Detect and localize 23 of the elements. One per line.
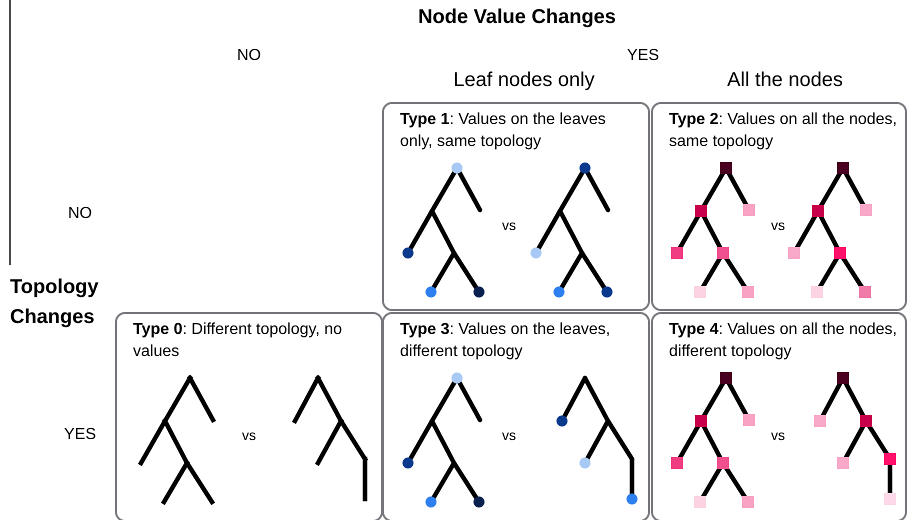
panel-heading: Type 2: Values on all the nodes, same topology <box>669 110 897 152</box>
column-heading: Leaf nodes only <box>453 69 595 92</box>
axis-value: YES <box>627 47 659 66</box>
axis-heading: Topology Changes <box>10 275 100 330</box>
type-panel <box>382 102 650 311</box>
vs-text: vs <box>502 427 516 443</box>
panel-heading: Type 0: Different topology, no values <box>133 320 344 362</box>
column-heading: All the nodes <box>727 69 843 92</box>
panel-heading: Type 3: Values on the leaves, different topology <box>400 320 612 362</box>
vs-text: vs <box>771 427 785 443</box>
type-panel <box>651 312 907 520</box>
type-panel <box>382 312 650 520</box>
vs-text: vs <box>242 427 256 443</box>
type-panel <box>115 312 383 520</box>
vs-text: vs <box>771 217 785 233</box>
axis-value: YES <box>64 426 96 444</box>
panel-heading: Type 4: Values on all the nodes, different topology <box>669 320 897 362</box>
axis-value: NO <box>68 205 92 224</box>
vs-text: vs <box>502 217 516 233</box>
axis-heading: Node Value Changes <box>418 6 616 29</box>
type-panel <box>651 102 907 311</box>
axis-value: NO <box>237 47 261 66</box>
panel-heading: Type 1: Values on the leaves only, same topology <box>400 110 607 152</box>
